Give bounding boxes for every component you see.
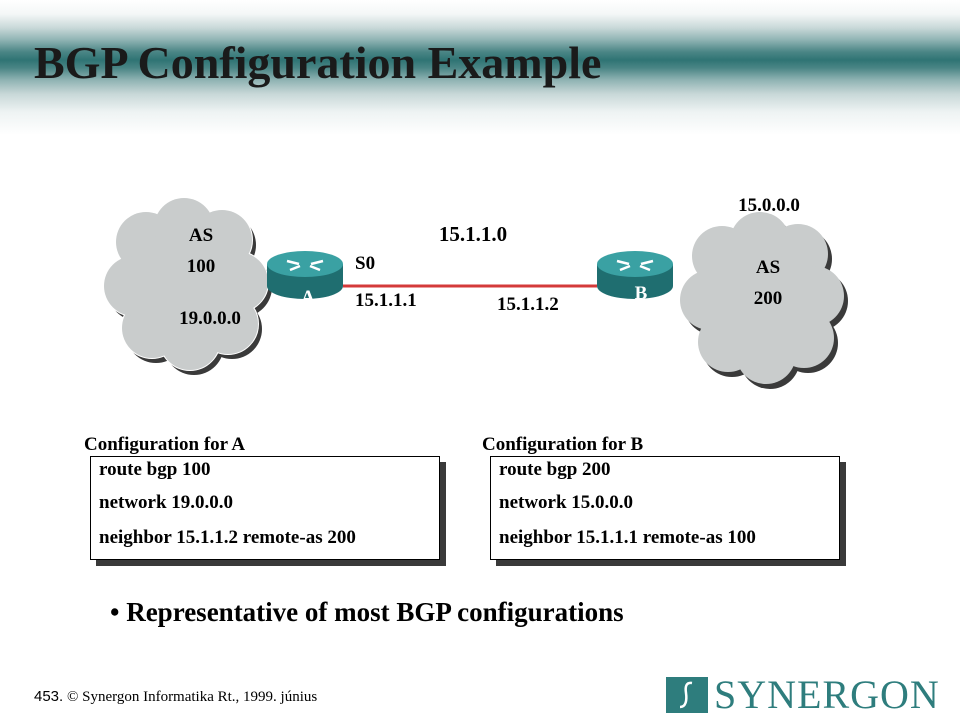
config-a-line-3: neighbor 15.1.1.2 remote-as 200: [99, 527, 356, 548]
link-network-label: 15.1.1.0: [438, 222, 508, 246]
router-b-ip: 15.1.1.2: [497, 294, 559, 315]
page-title: BGP Configuration Example: [34, 37, 602, 88]
header-band: [0, 0, 960, 135]
config-a-title: Configuration for A: [84, 434, 246, 455]
page-number: 453.: [34, 688, 64, 705]
as100-network: 19.0.0.0: [179, 308, 241, 329]
config-b-line-1: route bgp 200: [499, 459, 611, 480]
bullet-icon: •: [110, 597, 120, 627]
config-b-box: route bgp 200 network 15.0.0.0 neighbor …: [490, 456, 840, 560]
config-b-title: Configuration for B: [482, 434, 644, 455]
synergon-logo-text: SYNERGON: [714, 672, 940, 717]
as100-label: AS: [188, 225, 214, 246]
network-diagram: [103, 197, 848, 389]
as200-number: 200: [753, 288, 783, 309]
config-a-line-2: network 19.0.0.0: [99, 492, 234, 513]
router-a-label: A: [301, 287, 315, 308]
as200-label: AS: [755, 257, 781, 278]
as100-number: 100: [186, 256, 216, 277]
synergon-logo-icon: [666, 677, 708, 713]
config-a-box: route bgp 100 network 19.0.0.0 neighbor …: [90, 456, 440, 560]
copyright-text: © Synergon Informatika Rt., 1999. június: [66, 689, 318, 705]
config-a-line-1: route bgp 100: [99, 459, 211, 480]
router-a-ip: 15.1.1.1: [355, 290, 417, 311]
config-b-line-2: network 15.0.0.0: [499, 492, 634, 513]
bullet-point: • Representative of most BGP configurati…: [110, 597, 624, 628]
router-b-label: B: [634, 283, 648, 304]
bullet-text: Representative of most BGP configuration…: [126, 597, 624, 627]
footer: 453. © Synergon Informatika Rt., 1999. j…: [34, 688, 317, 706]
router-a-icon: [267, 251, 343, 299]
router-b-icon: [597, 251, 673, 299]
interface-label: S0: [355, 253, 376, 274]
as200-network: 15.0.0.0: [738, 195, 800, 216]
config-b-line-3: neighbor 15.1.1.1 remote-as 100: [499, 527, 756, 548]
